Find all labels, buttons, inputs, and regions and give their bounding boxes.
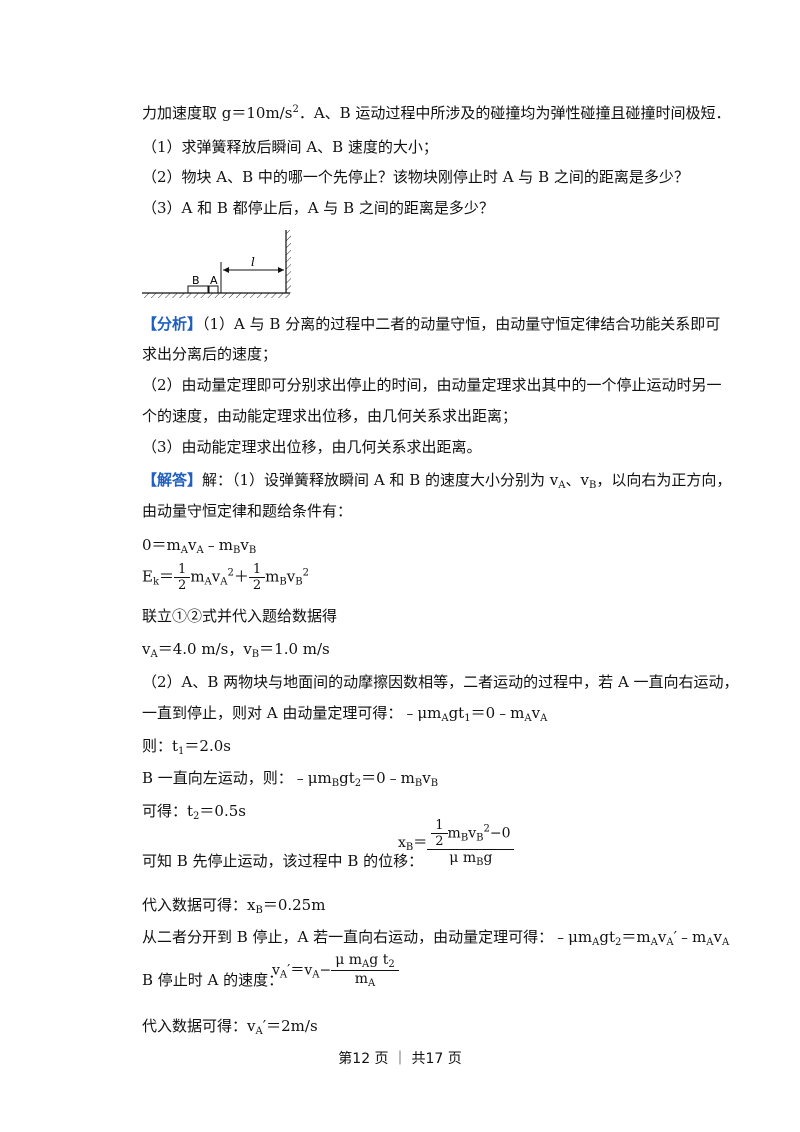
solution-line-4: （2）A、B 两物块与地面间的动摩擦因数相等，二者运动的过程中，若 A 一直向右… [142,673,739,691]
question-3: （3）A 和 B 都停止后，A 与 B 之间的距离是多少？ [142,199,494,217]
solution-line-9: 可知 B 先停止运动，该过程中 B 的位移： [142,852,424,870]
solution-line-13: 代入数据可得：vA′＝2m/s [142,1017,318,1037]
label-a: A [210,274,218,287]
equation-1: 0＝mAvA﹣mBvB [142,536,257,556]
question-2: （2）物块 A、B 中的哪一个先停止？该物块刚停止时 A 与 B 之间的距离是多… [142,168,689,186]
solution-line-10: 代入数据可得：xB＝0.25m [142,896,326,916]
analysis-line-4: 个的速度，由动能定理求出位移，由几何关系求出距离； [142,407,518,425]
page-footer: 第12 页 ｜ 共17 页 [338,1051,462,1067]
solution-line-2: 由动量守恒定律和题给条件有： [142,502,353,520]
solution-tag: 【解答】 [142,471,203,489]
analysis-tag: 【分析】 [142,315,203,333]
solution-line-5: 一直到停止，则对 A 由动量定理可得：﹣μmAgt1＝0﹣mAvA [142,704,548,724]
solution-line-11: 从二者分开到 B 停止，A 若一直向右运动，由动量定理可得：﹣μmAgt2＝mA… [142,928,730,948]
analysis-line-5: （3）由动能定理求出位移，由几何关系求出距离。 [142,438,482,456]
question-1: （1）求弹簧释放后瞬间 A、B 速度的大小； [142,138,438,156]
analysis-line-1: 【分析】（1）A 与 B 分离的过程中二者的动量守恒，由动量守恒定律结合功能关系… [142,315,721,333]
analysis-line-3: （2）由动量定理即可分别求出停止的时间，由动量定理求出其中的一个停止运动时另一 [142,376,722,394]
solution-line-12: B 停止时 A 的速度： [142,971,284,989]
analysis-line-2: 求出分离后的速度； [142,345,278,363]
problem-line-1: 力加速度取 g＝10m/s2．A、B 运动过程中所涉及的碰撞均为弹性碰撞且碰撞时… [142,104,731,122]
label-b: B [192,274,200,287]
label-l: l [251,255,255,269]
ground [142,292,290,298]
wall [285,230,291,293]
block-b [187,285,209,294]
block-a [208,285,219,294]
solution-line-8: 可得：t2＝0.5s [142,802,246,822]
solution-line-3: 联立①②式并代入题给数据得 [142,607,338,625]
physics-figure: B A l [142,230,291,298]
solution-line-1: 【解答】解：（1）设弹簧释放瞬间 A 和 B 的速度大小分别为 vA、vB，以向… [142,471,732,491]
equation-3: vA＝4.0 m/s，vB＝1.0 m/s [142,640,330,660]
solution-line-6: 则：t1＝2.0s [142,737,231,757]
solution-line-7: B 一直向左运动，则：﹣μmBgt2＝0﹣mBvB [142,769,439,789]
